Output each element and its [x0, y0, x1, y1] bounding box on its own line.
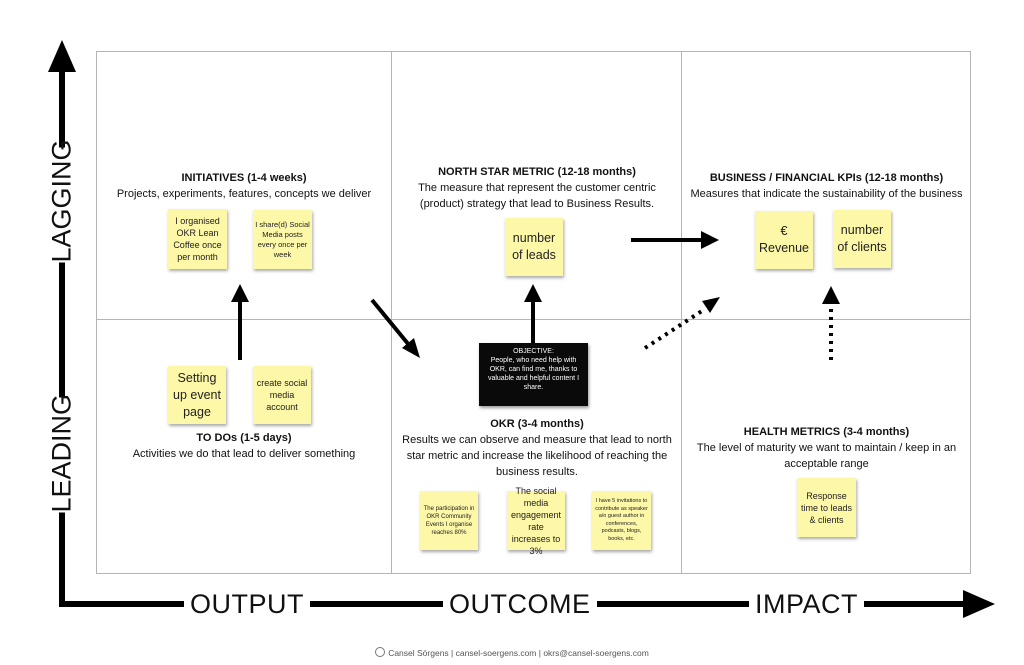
x-axis-arrowhead [963, 590, 995, 618]
note-engagement: The social media engagement rate increas… [507, 486, 565, 556]
note-lean-coffee-text: I organised OKR Lean Coffee once per mon… [173, 216, 222, 262]
section-health-title: HEALTH METRICS (3-4 months) [743, 426, 910, 438]
note-create-account-text: create social media account [256, 378, 308, 412]
footer-text: Cansel Sörgens | cansel-soergens.com | o… [388, 648, 649, 658]
x-axis-label-output: OUTPUT [184, 589, 310, 619]
section-todos-desc: Activities we do that lead to deliver so… [132, 448, 356, 460]
y-axis-label-lagging: LAGGING [46, 139, 77, 263]
note-response-time: Response time to leads & clients [797, 478, 856, 537]
section-okr-title: OKR (3-4 months) [490, 418, 584, 430]
grid-divider-1 [391, 51, 392, 574]
objective-text: People, who need help with OKR, can find… [487, 357, 580, 391]
note-number-of-clients-text: number of clients [837, 223, 887, 254]
section-okr-desc-1: Results we can observe and measure that … [402, 434, 672, 446]
matrix-grid [96, 51, 971, 574]
note-setting-up-event-text: Setting up event page [173, 370, 221, 419]
section-initiatives-title: INITIATIVES (1-4 weeks) [181, 172, 307, 184]
section-initiatives: INITIATIVES (1-4 weeks) Projects, experi… [100, 170, 388, 202]
note-invitations-text: I have 5 invitations to contribute as sp… [595, 498, 648, 542]
x-axis-label-impact: IMPACT [749, 589, 864, 619]
note-number-of-leads-text: number of leads [512, 231, 556, 262]
section-health: HEALTH METRICS (3-4 months) The level of… [684, 424, 969, 472]
note-number-of-clients: number of clients [833, 210, 891, 268]
section-north-star: NORTH STAR METRIC (12-18 months) The mea… [393, 164, 681, 212]
note-social-share-text: I share(d) Social Media posts every once… [255, 219, 310, 259]
section-health-desc-2: acceptable range [784, 458, 869, 470]
arrow-initiatives-to-okr [370, 298, 411, 347]
section-north-star-desc-2: (product) strategy that lead to Business… [419, 198, 655, 210]
objective-label: OBJECTIVE: [513, 348, 554, 355]
y-axis-arrowhead [48, 40, 76, 72]
note-revenue: € Revenue [755, 211, 813, 269]
footer: Cansel Sörgens | cansel-soergens.com | o… [0, 647, 1024, 658]
x-axis-label-outcome: OUTCOME [443, 589, 597, 619]
section-business: BUSINESS / FINANCIAL KPIs (12-18 months)… [684, 170, 969, 202]
section-todos-title: TO DOs (1-5 days) [196, 432, 292, 444]
note-create-account: create social media account [253, 366, 311, 424]
note-lean-coffee: I organised OKR Lean Coffee once per mon… [168, 209, 227, 269]
note-participation: The participation in OKR Community Event… [420, 491, 478, 550]
section-todos: TO DOs (1-5 days) Activities we do that … [100, 430, 388, 462]
section-business-title: BUSINESS / FINANCIAL KPIs (12-18 months) [709, 172, 944, 184]
note-number-of-leads: number of leads [505, 218, 563, 276]
note-setting-up-event: Setting up event page [168, 366, 226, 424]
section-north-star-desc-1: The measure that represent the customer … [418, 182, 656, 194]
grid-divider-2 [681, 51, 682, 574]
section-business-desc: Measures that indicate the sustainabilit… [690, 188, 963, 200]
section-okr-desc-3: business results. [496, 466, 578, 478]
note-participation-text: The participation in OKR Community Event… [423, 505, 475, 536]
note-response-time-text: Response time to leads & clients [800, 490, 853, 525]
section-north-star-title: NORTH STAR METRIC (12-18 months) [438, 166, 636, 178]
section-health-desc-1: The level of maturity we want to maintai… [696, 442, 957, 454]
note-social-share: I share(d) Social Media posts every once… [253, 210, 312, 269]
y-axis-label-leading: LEADING [46, 393, 77, 513]
note-revenue-text: € Revenue [758, 224, 810, 255]
objective-card: OBJECTIVE: People, who need help with OK… [479, 343, 588, 406]
section-okr: OKR (3-4 months) Results we can observe … [393, 416, 681, 480]
copyright-icon [375, 647, 386, 657]
dotted-arrow-okr-to-business [643, 307, 707, 350]
note-engagement-text: The social media engagement rate increas… [510, 485, 562, 556]
section-initiatives-desc: Projects, experiments, features, concept… [116, 188, 372, 200]
section-okr-desc-2: star metric and increase the likelihood … [406, 450, 668, 462]
note-invitations: I have 5 invitations to contribute as sp… [592, 491, 651, 550]
